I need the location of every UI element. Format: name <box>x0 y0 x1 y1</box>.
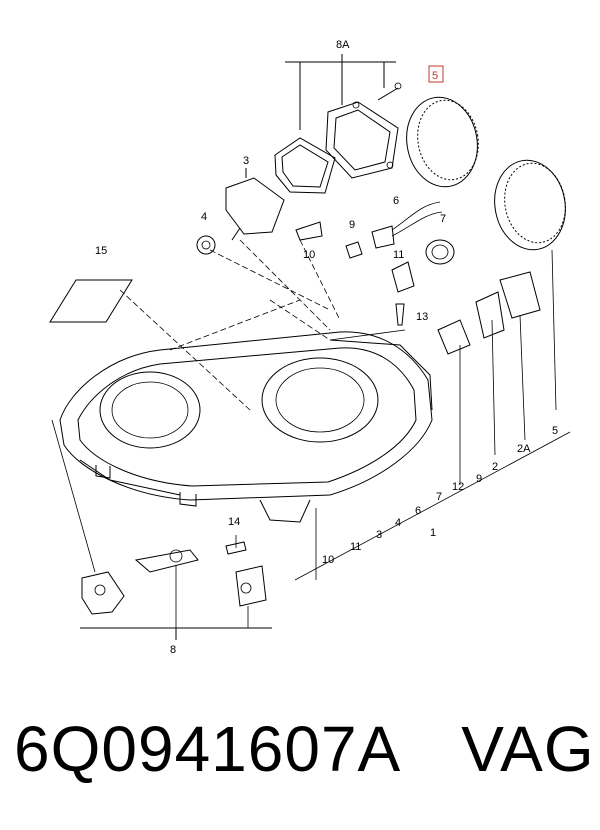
callout-7: 7 <box>440 213 446 225</box>
callout-11b: 11 <box>350 541 361 553</box>
bulb-py21w-part <box>391 261 415 293</box>
footer-part-info: 6Q0941607A VAG <box>14 712 594 812</box>
gasket-part <box>274 137 336 194</box>
bulb-holder-parts <box>437 271 541 355</box>
screw-14-part <box>225 541 247 555</box>
ring-part <box>196 235 216 255</box>
part-number: 6Q0941607A <box>14 713 402 785</box>
bulb-h1-part <box>295 221 323 241</box>
brand-name: VAG <box>461 713 595 785</box>
callout-9: 9 <box>349 219 355 231</box>
callout-8a: 8A <box>336 39 350 51</box>
callout-3: 3 <box>243 155 249 167</box>
callout-6b: 6 <box>415 505 421 517</box>
screw-13-part <box>395 303 405 326</box>
headlight-parts-diagram: 8A 5 3 4 6 9 7 10 11 15 13 12 2 2A 5 9 7… <box>49 39 571 656</box>
lens-cover-part <box>406 96 566 251</box>
connector-part <box>371 201 443 249</box>
headlight-housing <box>59 331 433 523</box>
callout-3b: 3 <box>376 529 382 541</box>
callout-11: 11 <box>393 249 404 261</box>
callout-2a: 2A <box>517 443 531 455</box>
bracket-8-bottom <box>80 627 272 640</box>
callout-12: 12 <box>452 481 464 493</box>
callout-13: 13 <box>416 311 428 323</box>
callout-5-highlight-box <box>428 65 444 83</box>
callout-8: 8 <box>170 644 176 656</box>
callout-2: 2 <box>492 461 498 473</box>
adjuster-motor-part <box>225 168 285 241</box>
leader-lines <box>51 239 571 628</box>
callout-7b: 7 <box>436 491 442 503</box>
callout-5b: 5 <box>552 425 558 437</box>
callout-9b: 9 <box>476 473 482 485</box>
callout-10b: 10 <box>322 554 334 566</box>
callout-4b: 4 <box>395 517 401 529</box>
callout-14: 14 <box>228 516 240 528</box>
callout-6: 6 <box>393 195 399 207</box>
socket-part <box>425 239 455 265</box>
callout-4: 4 <box>201 211 207 223</box>
bulb-w5w-part <box>345 241 363 259</box>
callout-15: 15 <box>95 245 107 257</box>
label-part-15 <box>49 279 133 323</box>
callout-5-highlight: 5 <box>432 70 438 82</box>
bracket-8a <box>285 54 396 130</box>
cover-part <box>325 82 402 179</box>
callout-1: 1 <box>430 527 436 539</box>
bracket-part-8 <box>81 549 267 615</box>
callout-10: 10 <box>303 249 315 261</box>
